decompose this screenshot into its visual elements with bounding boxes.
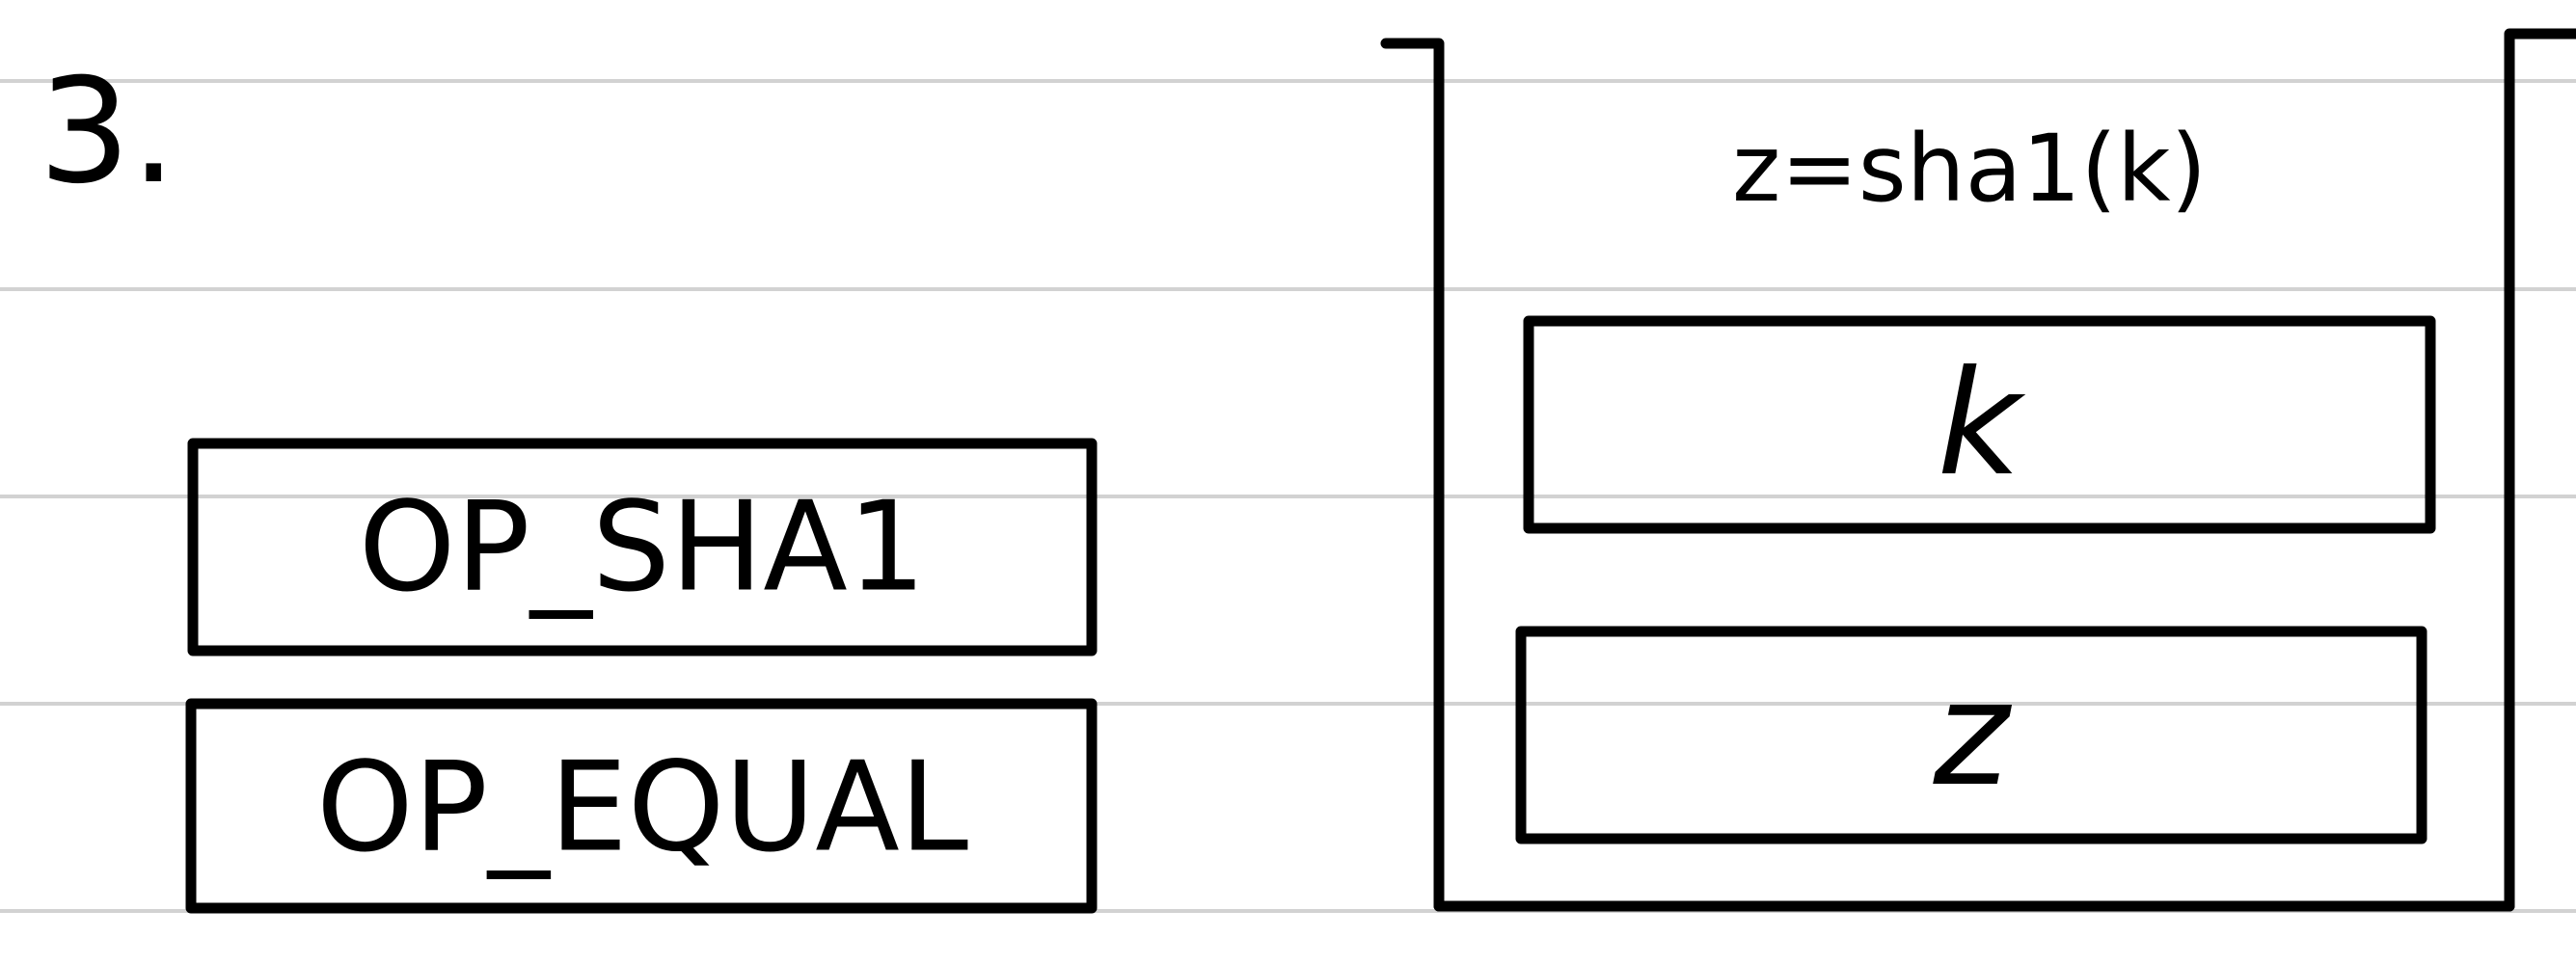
opcode-box-sha1 [187, 438, 1098, 656]
opcode-label-equal: OP_EQUAL [316, 736, 968, 880]
stack: z=sha1(k) k z [1380, 28, 2576, 912]
stack-item-k-label: k [1938, 340, 2026, 508]
opcode-label-sha1: OP_SHA1 [359, 476, 926, 620]
step-number: 3. [39, 48, 176, 216]
stack-item-z-box [1515, 626, 2427, 844]
stack-item-k-box [1523, 315, 2436, 534]
stack-right-wall [2504, 28, 2576, 912]
stack-formula: z=sha1(k) [1732, 115, 2207, 223]
opcode-box-equal [185, 698, 1098, 914]
stack-left-wall [1380, 38, 1445, 912]
stack-item-z-label: z [1933, 651, 2013, 818]
opcode-list: OP_SHA1 OP_EQUAL [185, 438, 1098, 914]
